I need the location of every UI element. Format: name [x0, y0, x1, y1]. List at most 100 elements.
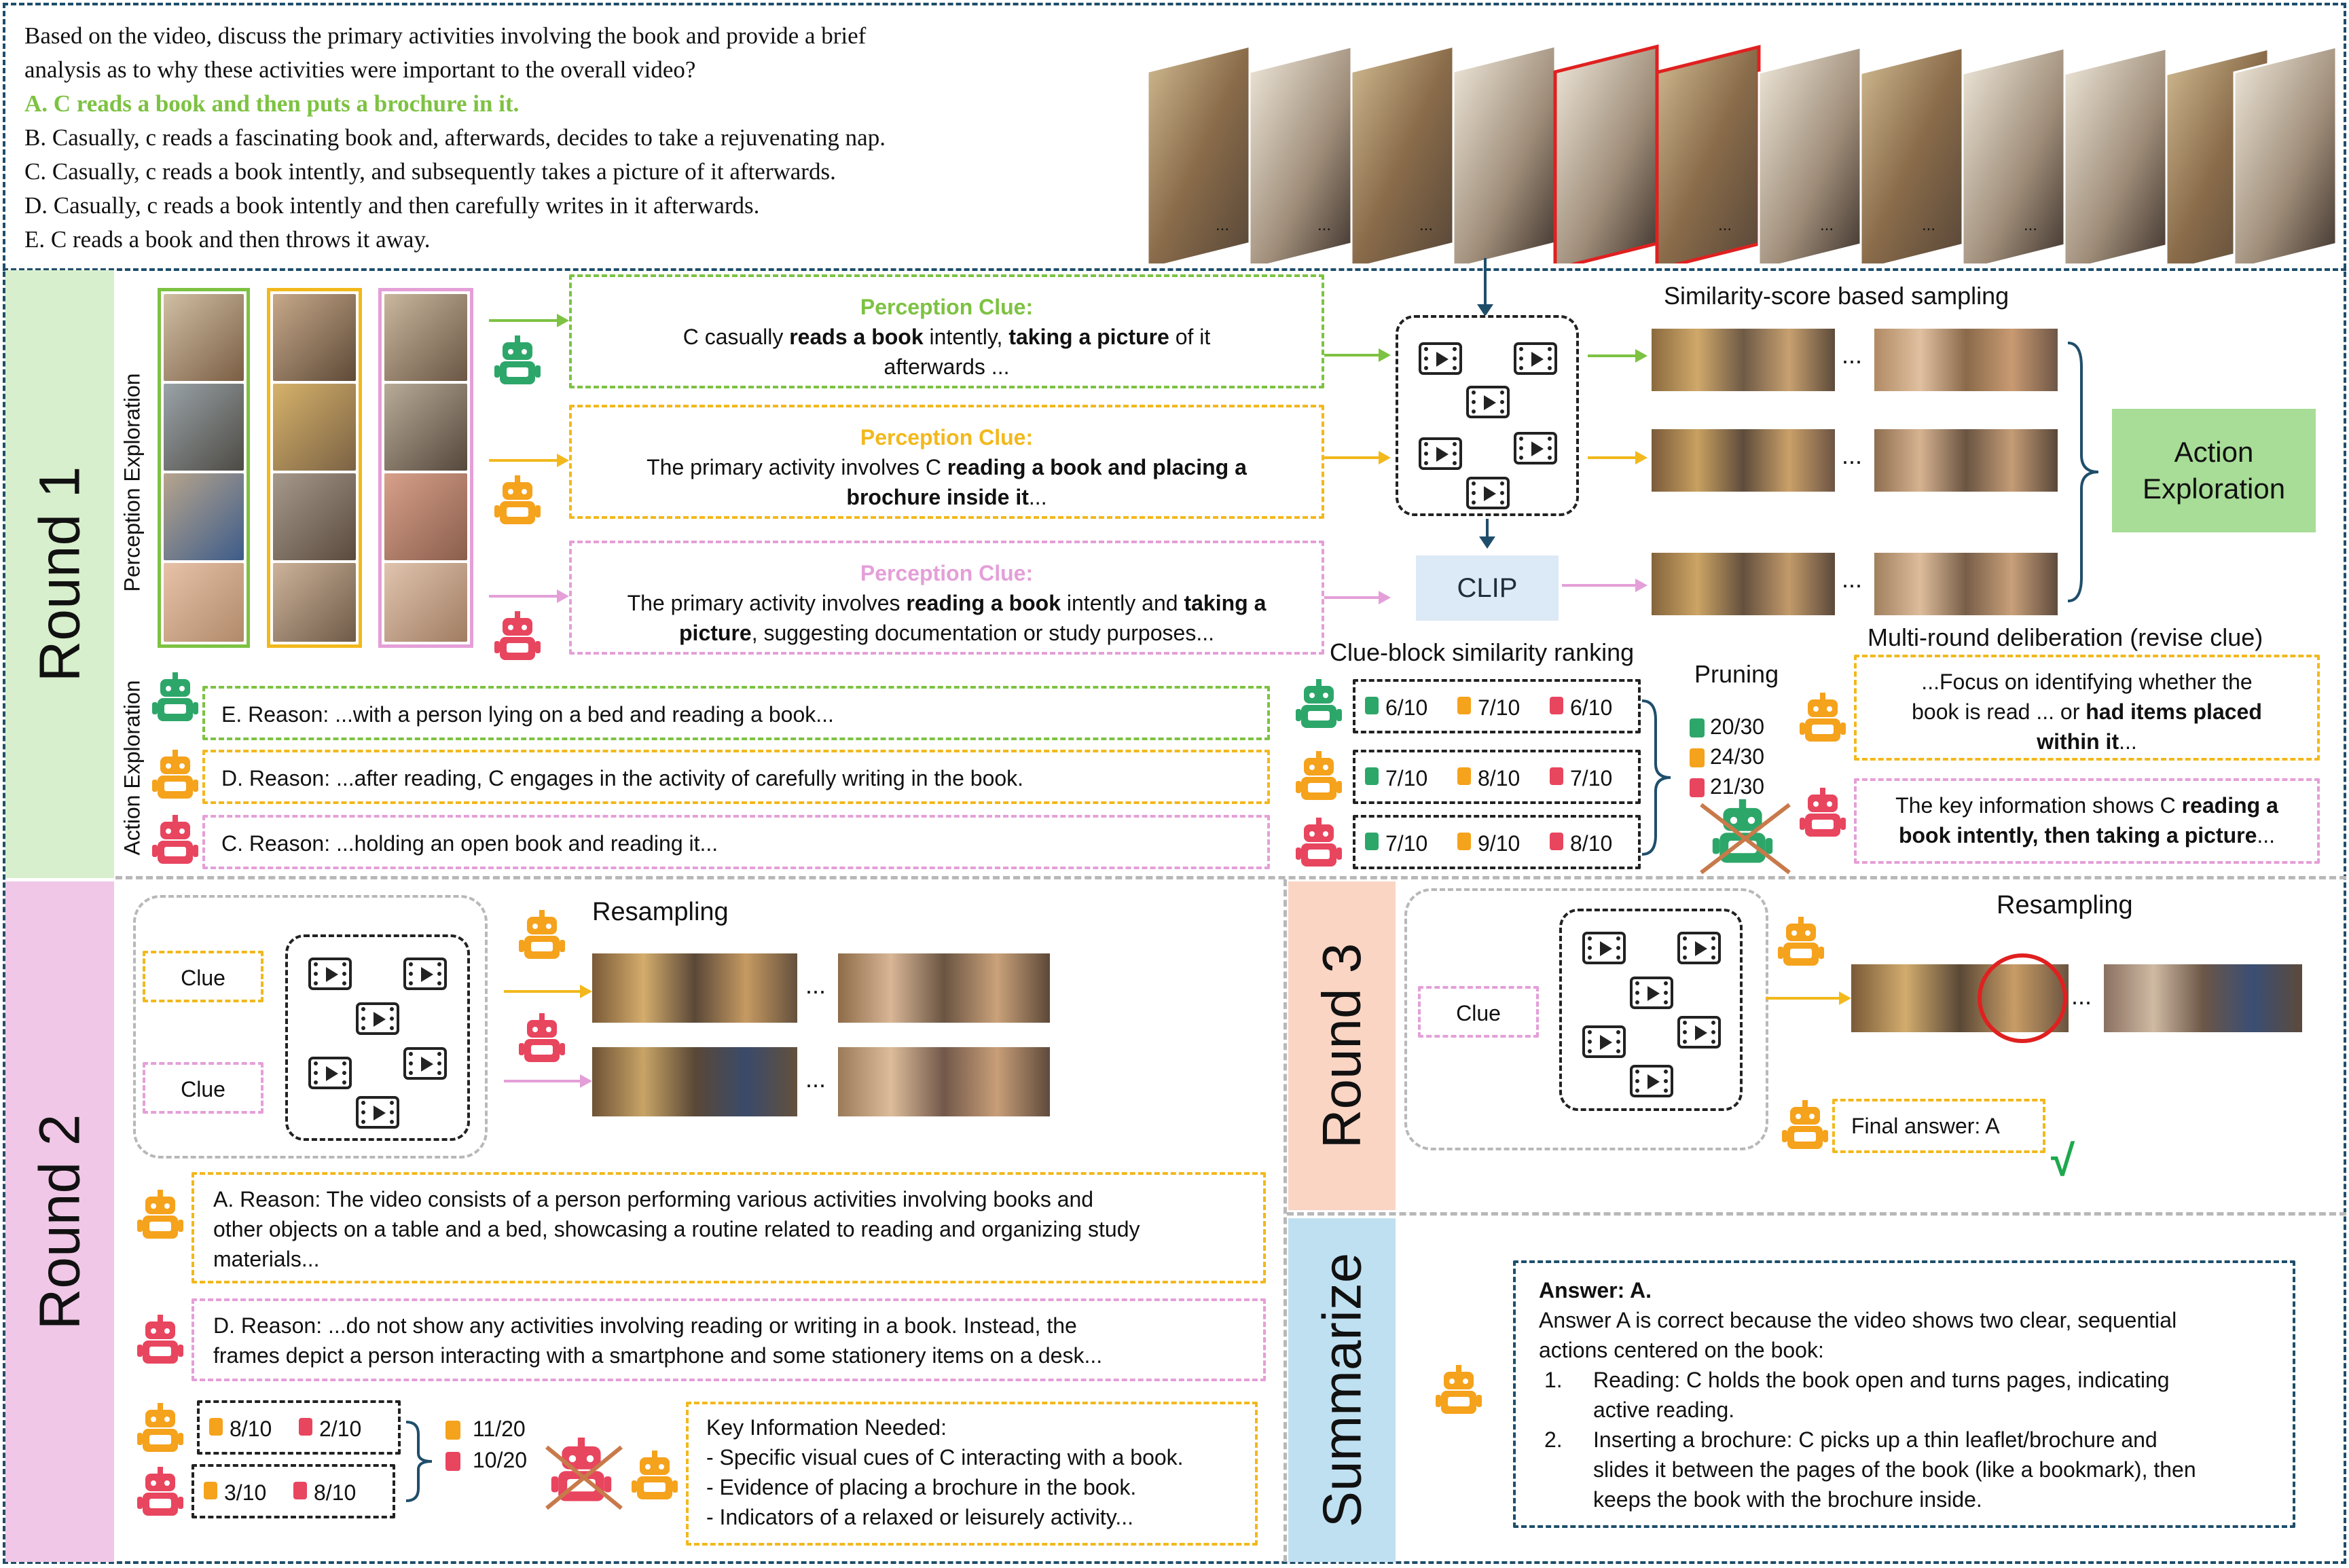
green-agent-icon [1365, 767, 1379, 785]
resampled-frames-row [838, 1047, 1050, 1116]
resampled-frames-row [2104, 964, 2302, 1032]
orange-agent-icon [1457, 697, 1471, 714]
resampling-label: Resampling [592, 898, 729, 926]
agent-orange-icon [1800, 693, 1846, 743]
video-clip-icon [308, 958, 352, 990]
video-clip-icon [1582, 932, 1626, 964]
agent-orange-icon [137, 1190, 183, 1240]
brace-icon [405, 1421, 433, 1502]
option-e: E. C reads a book and then throws it awa… [24, 226, 431, 253]
sampling-title: Similarity-score based sampling [1664, 282, 2009, 310]
ellipsis: ... [2071, 982, 2092, 1010]
perception-exploration-label-panel: Perception Exploration [115, 353, 149, 611]
frames-column-green [158, 288, 250, 648]
ellipsis: ... [1842, 565, 1863, 593]
video-clip-icon [1466, 477, 1510, 509]
round1-label-panel: Round 1 [5, 270, 114, 878]
deliberation-red: The key information shows C reading a bo… [1854, 778, 2320, 864]
sampled-frames-row [1652, 553, 1835, 615]
video-pool [1559, 909, 1743, 1111]
agent-green-icon [152, 672, 198, 723]
sampled-frames-row [1874, 429, 2058, 492]
red-agent-icon [299, 1418, 312, 1436]
video-clip-icon [1630, 1065, 1673, 1097]
ellipsis: ... [1842, 341, 1863, 369]
clue-yellow: Clue [143, 951, 263, 1002]
agent-orange-icon [1296, 751, 1342, 801]
divider-top [3, 268, 2346, 271]
agent-orange-icon [494, 475, 541, 526]
clue-pink: Clue [143, 1062, 263, 1114]
ranking-title: Clue-block similarity ranking [1330, 638, 1635, 666]
round2-score-row: 3/10 8/10 [192, 1464, 395, 1518]
round2-score-row: 8/10 2/10 [197, 1400, 401, 1455]
agent-red-icon [152, 815, 198, 865]
red-agent-icon [1550, 697, 1563, 714]
red-agent-icon [445, 1452, 460, 1471]
video-clip-icon [308, 1057, 352, 1089]
resampled-frames-row [838, 953, 1050, 1023]
agent-orange-icon [1436, 1365, 1482, 1415]
perception-clue-yellow: Perception Clue: The primary activity in… [569, 405, 1324, 519]
frame-ellipsis: ... [2024, 216, 2038, 234]
sampled-frames-row [1652, 429, 1835, 492]
video-clip-icon [1514, 432, 1557, 464]
agent-green-icon [494, 335, 541, 386]
ellipsis: ... [805, 971, 826, 999]
question-text-2: analysis as to why these activities were… [24, 56, 696, 83]
red-agent-icon [293, 1482, 307, 1499]
video-clip-icon [1514, 342, 1557, 375]
agent-orange-icon [519, 910, 565, 960]
round3-label-panel: Round 3 [1288, 881, 1396, 1210]
video-pool [285, 934, 470, 1141]
orange-agent-icon [1690, 748, 1705, 767]
resampled-frames-row [592, 1047, 797, 1116]
frames-column-pink [378, 288, 473, 648]
video-clip-icon [1677, 932, 1721, 964]
agent-orange-icon [632, 1451, 678, 1501]
ranking-row: 6/10 7/10 6/10 [1353, 679, 1641, 733]
cross-icon [1700, 803, 1791, 875]
orange-agent-icon [1457, 833, 1471, 850]
frame-ellipsis: ... [1718, 216, 1732, 234]
perception-clue-green: Perception Clue: C casually reads a book… [569, 274, 1324, 388]
video-clip-icon [403, 958, 447, 990]
video-clip-icon [356, 1096, 399, 1129]
video-clip-icon [1677, 1016, 1721, 1049]
frames-column-yellow [267, 288, 362, 648]
agent-red-icon [137, 1315, 183, 1365]
divider-vertical [1283, 879, 1287, 1562]
highlight-circle [1978, 953, 2067, 1043]
red-agent-icon [1690, 778, 1705, 797]
frame-ellipsis: ... [1419, 216, 1434, 234]
cross-icon [545, 1445, 623, 1510]
green-agent-icon [1365, 833, 1379, 850]
agent-orange-icon [137, 1403, 183, 1453]
agent-red-icon [1800, 788, 1846, 838]
clue-title: Perception Clue: [860, 295, 1034, 319]
orange-agent-icon [209, 1418, 223, 1436]
agent-red-icon [519, 1013, 565, 1063]
round1-label: Round 1 [27, 466, 92, 682]
agent-red-icon [1296, 818, 1342, 868]
deliberation-orange: ...Focus on identifying whether the book… [1854, 655, 2320, 761]
check-icon: √ [2051, 1136, 2075, 1185]
agent-orange-icon [152, 750, 198, 800]
sampled-frames-row [1874, 553, 2058, 615]
agent-orange-icon [1778, 917, 1824, 967]
clue-title: Perception Clue: [860, 561, 1034, 585]
frame-ellipsis: ... [1317, 216, 1332, 234]
option-a: A. C reads a book and then puts a brochu… [24, 90, 520, 117]
reason-d: D. Reason: ...do not show any activities… [192, 1298, 1266, 1381]
pruning-score: 20/30 [1710, 714, 1765, 739]
agent-red-icon [494, 611, 541, 661]
video-clip-icon [1582, 1025, 1626, 1058]
green-agent-icon [1365, 697, 1379, 714]
round2-label: Round 2 [27, 1114, 92, 1330]
pruning-score: 21/30 [1710, 774, 1765, 799]
agent-green-icon [1296, 679, 1342, 729]
clip-model: CLIP [1416, 555, 1559, 621]
perception-clue-pink: Perception Clue: The primary activity in… [569, 541, 1324, 655]
option-c: C. Casually, c reads a book intently, an… [24, 158, 836, 185]
action-exploration-label: Action Exploration [120, 680, 145, 855]
